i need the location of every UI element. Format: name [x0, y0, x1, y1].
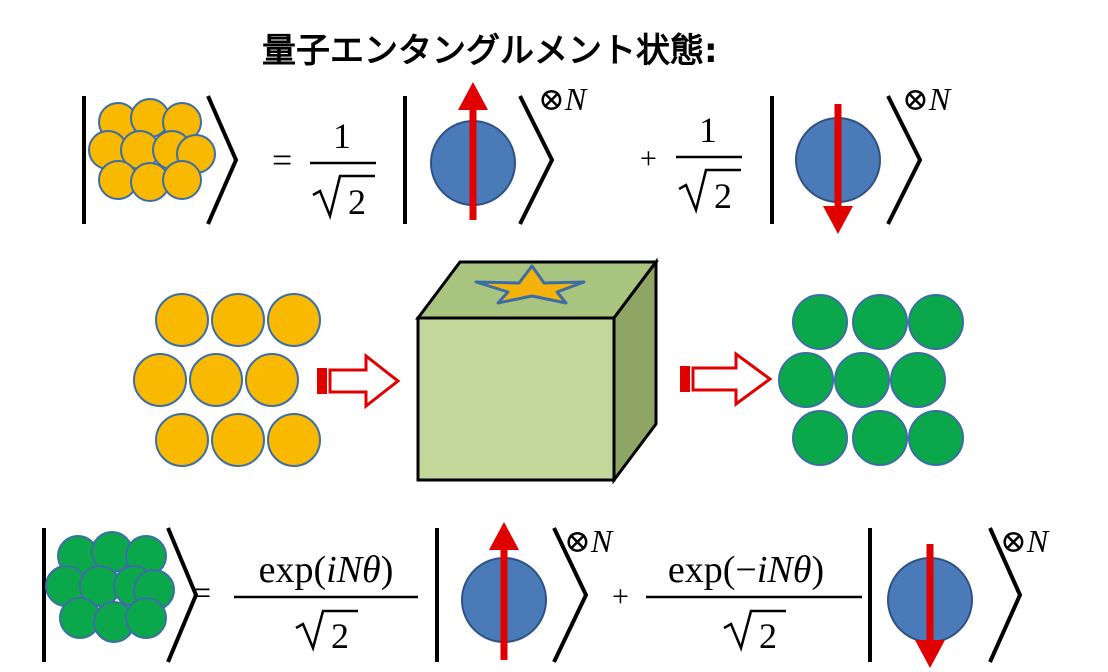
- process-row: [133, 257, 964, 485]
- green-atom: [792, 294, 848, 350]
- yellow-atom-array: [133, 293, 321, 467]
- green-atom: [778, 352, 834, 408]
- yellow-atom: [189, 353, 243, 407]
- process-arrow-2: [680, 351, 773, 407]
- green-atom: [908, 410, 964, 466]
- green-atom: [890, 352, 946, 408]
- coefficient-4: exp(−iNθ) 2: [646, 549, 862, 656]
- ket-green-cluster: [42, 527, 199, 663]
- coef-1-denominator: 2: [348, 182, 366, 222]
- tensor-power-1: ⊗N: [538, 81, 588, 117]
- yellow-atom: [211, 413, 265, 467]
- coef-3-denominator: 2: [331, 616, 349, 656]
- coef-1-numerator: 1: [333, 116, 351, 156]
- yellow-atom-cluster: [88, 98, 216, 202]
- tensor-power-3: ⊗N: [564, 523, 614, 559]
- ket-spin-down-2: [868, 527, 1023, 668]
- ket-spin-down-1: [770, 95, 923, 234]
- coef-2-denominator: 2: [714, 176, 732, 216]
- sqrt-symbol: [312, 174, 375, 221]
- equation-1: = 1 2 ⊗N + 1 2: [82, 81, 952, 234]
- coefficient-1: 1 2: [310, 116, 376, 222]
- coefficient-3: exp(iNθ) 2: [234, 549, 418, 656]
- plus-sign-2: +: [612, 580, 629, 613]
- equals-sign-1: =: [272, 140, 292, 180]
- green-atom: [908, 294, 964, 350]
- coef-2-numerator: 1: [699, 110, 717, 150]
- tensor-power-4: ⊗N: [1000, 523, 1050, 559]
- star-icon: [474, 264, 586, 305]
- coef-3-numerator: exp(iNθ): [259, 549, 394, 591]
- coef-4-numerator: exp(−iNθ): [668, 549, 824, 591]
- green-atom: [852, 410, 908, 466]
- green-atom: [792, 410, 848, 466]
- yellow-atom: [245, 353, 299, 407]
- green-atom: [834, 352, 890, 408]
- ket-spin-up-2: [435, 522, 589, 663]
- coef-4-denominator: 2: [759, 616, 777, 656]
- sqrt-symbol: [295, 609, 358, 652]
- equation-2: = exp(iNθ) 2 ⊗N + exp(−iNθ) 2: [42, 522, 1050, 668]
- process-arrow-1: [317, 352, 401, 410]
- green-atom-array: [778, 294, 964, 466]
- quantum-device-cube: [415, 257, 659, 485]
- yellow-atom: [162, 160, 202, 200]
- yellow-atom: [267, 293, 321, 347]
- green-atom: [852, 294, 908, 350]
- yellow-atom: [267, 413, 321, 467]
- plus-sign-1: +: [640, 142, 657, 175]
- green-atom-cluster: [45, 531, 175, 643]
- equals-sign-2: =: [192, 575, 211, 612]
- ket-spin-up-1: [403, 82, 555, 225]
- sqrt-symbol: [723, 609, 786, 652]
- yellow-atom: [155, 413, 209, 467]
- coefficient-2: 1 2: [676, 110, 742, 216]
- yellow-atom: [211, 293, 265, 347]
- ket-yellow-cluster: [82, 95, 239, 225]
- page-title: 量子エンタングルメント状態:: [262, 31, 718, 71]
- yellow-atom: [133, 353, 187, 407]
- sqrt-symbol: [678, 168, 741, 215]
- tensor-power-2: ⊗N: [902, 81, 952, 117]
- yellow-atom: [155, 293, 209, 347]
- green-atom: [125, 597, 167, 639]
